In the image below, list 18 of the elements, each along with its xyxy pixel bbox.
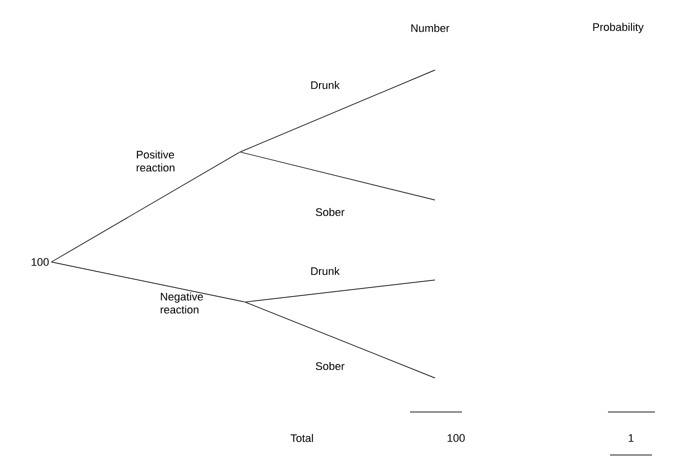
edge-label: Sober (316, 362, 344, 370)
column-label: 1 (628, 434, 634, 442)
branch-line (245, 280, 436, 302)
edge-label: Sober (316, 208, 344, 216)
edge-label: Drunk (311, 80, 340, 90)
branch-line (51, 152, 240, 262)
column-label: Number (411, 24, 450, 32)
branch-line (240, 152, 436, 200)
edge-label: Drunk (311, 266, 340, 276)
branch-line (51, 262, 245, 302)
column-label: 100 (448, 434, 465, 442)
edge-label: Negative reaction (160, 292, 203, 314)
branch-line (245, 302, 436, 378)
root-number: 100 (32, 258, 49, 266)
edge-label: Positive reaction (136, 150, 174, 172)
column-label: Total (290, 434, 313, 442)
column-label: Probability (593, 22, 644, 34)
branch-line (240, 70, 436, 152)
